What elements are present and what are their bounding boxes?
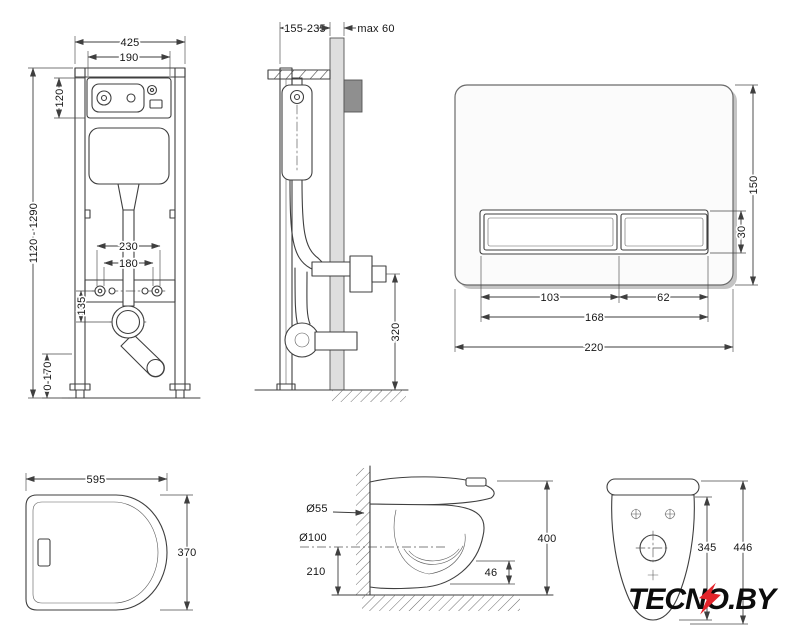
dim-inlet-diameter: Ø55 (306, 503, 327, 515)
view-frame-front: 425 190 120 1120 - 1290 230 180 (26, 35, 201, 399)
bowl-top-dimensions: 595 370 (25, 472, 198, 611)
dim-buttons-width: 168 (585, 312, 604, 324)
dim-drain-distance: 180 (119, 258, 138, 270)
bowl-side-dimensions: Ø55 Ø100 210 400 46 (297, 480, 558, 596)
dim-fixing-distance: 230 (119, 241, 138, 253)
dim-cistern-width: 190 (120, 52, 139, 64)
concealed-cistern (86, 77, 172, 307)
dim-plate-height: 150 (748, 176, 760, 195)
flush-and-waste-pipes (284, 179, 387, 358)
flush-buttons (479, 209, 709, 255)
dim-button-height: 30 (736, 226, 748, 239)
wall-hatch (356, 468, 370, 595)
view-flush-plate: 150 30 103 62 168 220 (454, 84, 761, 355)
dim-bowl-length: 595 (87, 474, 106, 486)
dim-frame-width: 425 (121, 37, 140, 49)
view-frame-side: 155-235 max 60 320 (254, 21, 409, 402)
bowl-side-outline (369, 476, 495, 590)
frame-side-dimensions: 155-235 max 60 320 (279, 21, 403, 391)
frame-fixings (91, 285, 166, 378)
bowl-rear-outline (606, 478, 700, 621)
bowl-top-outline (25, 494, 168, 611)
dim-bowl-height: 400 (538, 533, 557, 545)
view-bowl-side: Ø55 Ø100 210 400 46 (297, 465, 558, 611)
flush-plate-dimensions: 150 30 103 62 168 220 (454, 84, 761, 355)
dim-inner-height: 345 (698, 542, 717, 554)
bowl-rear-dimensions: 345 446 (679, 480, 754, 625)
dim-rim-step: 46 (485, 567, 498, 579)
frame-front-dimensions: 425 190 120 1120 - 1290 230 180 (26, 35, 186, 399)
dim-connection-offset: 135 (76, 297, 88, 316)
dim-small-button: 62 (657, 292, 670, 304)
wall-box (343, 79, 363, 113)
floor-hatch (362, 595, 520, 611)
dim-overall-height: 446 (734, 542, 753, 554)
view-bowl-rear: 345 446 (606, 478, 754, 625)
cistern-side (281, 77, 313, 181)
lightning-icon (698, 582, 721, 615)
dim-outlet-height: 210 (307, 566, 326, 578)
dim-cistern-top: 120 (54, 89, 66, 108)
brand-watermark: TECNO.BY (628, 582, 794, 621)
dim-plate-width: 220 (585, 342, 604, 354)
view-bowl-top: 595 370 (25, 472, 198, 611)
dim-bowl-width: 370 (178, 547, 197, 559)
flush-plate-body (454, 84, 734, 286)
dim-frame-height: 1120 - 1290 (28, 203, 40, 263)
dim-outlet-height: 320 (390, 323, 402, 342)
dim-large-button: 103 (541, 292, 560, 304)
dim-depth-range: 155-235 (284, 23, 326, 35)
small-flush-button (620, 213, 708, 251)
dim-outlet-diameter: Ø100 (299, 532, 327, 544)
floor-hatch (332, 390, 406, 402)
dim-feet-adjustment: 0-170 (42, 361, 54, 390)
large-flush-button (483, 213, 618, 251)
dim-wall-max: max 60 (357, 23, 394, 35)
